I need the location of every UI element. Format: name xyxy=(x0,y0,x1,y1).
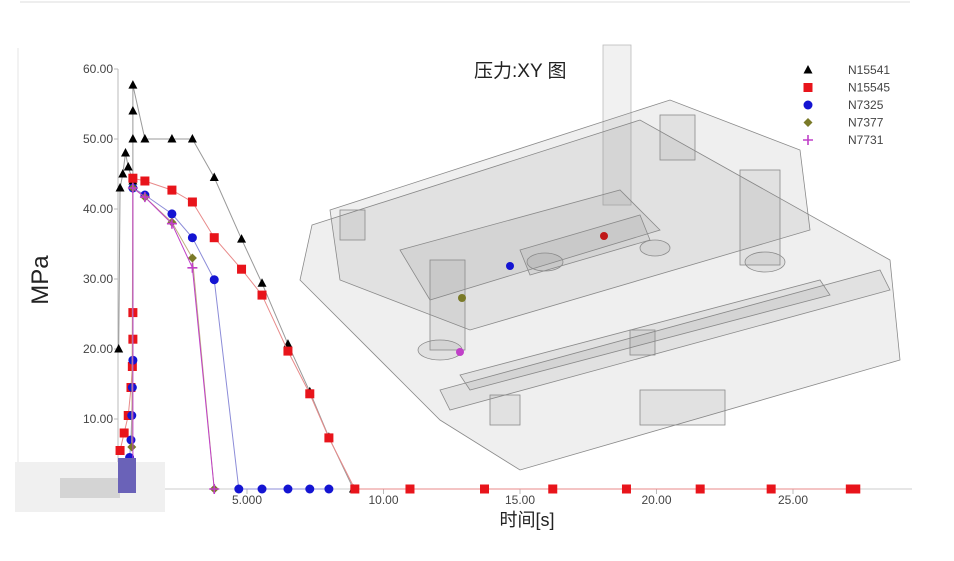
data-point xyxy=(695,484,705,494)
legend-item-n7731: N7731 xyxy=(803,133,884,147)
circle-icon xyxy=(803,100,813,110)
data-point xyxy=(128,80,138,89)
data-point xyxy=(119,428,129,438)
legend-label: N7731 xyxy=(848,133,884,147)
data-point xyxy=(621,484,631,494)
data-point xyxy=(187,262,198,273)
data-point xyxy=(324,484,334,494)
legend-item-n7377: N7377 xyxy=(803,116,884,130)
data-point xyxy=(128,106,138,115)
x-axis-label: 时间[s] xyxy=(499,510,554,530)
data-point xyxy=(127,183,138,193)
legend-label: N15545 xyxy=(848,81,890,95)
data-point xyxy=(118,169,128,178)
legend-item-n7325: N7325 xyxy=(803,98,884,112)
data-point xyxy=(283,346,293,356)
triangle-icon xyxy=(803,65,813,74)
y-tick-label: 50.00 xyxy=(83,132,113,146)
data-point xyxy=(126,435,136,445)
legend-label: N15541 xyxy=(848,63,890,77)
x-tick-label: 15.00 xyxy=(505,493,535,507)
data-point xyxy=(405,484,415,494)
data-point xyxy=(766,484,776,494)
data-point xyxy=(114,344,124,353)
y-axis-label: MPa xyxy=(27,255,54,305)
data-point xyxy=(167,209,177,219)
square-icon xyxy=(803,83,813,92)
data-point xyxy=(209,484,220,494)
data-point xyxy=(167,134,177,143)
data-point xyxy=(237,234,247,243)
y-tick-label: 30.00 xyxy=(83,272,113,286)
series-n7377 xyxy=(127,183,219,494)
legend-item-n15541: N15541 xyxy=(803,63,890,77)
data-point xyxy=(187,253,197,263)
data-point xyxy=(350,484,360,494)
diamond-icon xyxy=(803,118,813,127)
x-tick-label: 5.000 xyxy=(232,493,262,507)
y-tick-label: 10.00 xyxy=(83,412,113,426)
series-line xyxy=(131,186,215,490)
x-tick-label: 25.00 xyxy=(778,493,808,507)
data-point xyxy=(123,162,133,171)
data-point xyxy=(209,172,219,181)
data-point xyxy=(139,192,150,203)
y-tick-label: 60.00 xyxy=(83,62,113,76)
data-point xyxy=(283,484,293,494)
data-point xyxy=(257,278,267,287)
data-point xyxy=(305,484,315,494)
data-point xyxy=(187,134,197,143)
data-point xyxy=(209,233,219,243)
series-n7731 xyxy=(127,183,220,494)
data-point xyxy=(187,233,197,243)
plus-icon xyxy=(803,135,813,145)
3d-model-illustration xyxy=(299,44,901,471)
y-tick-label: 40.00 xyxy=(83,202,113,216)
blurred-watermark xyxy=(15,458,165,512)
data-point xyxy=(548,484,558,494)
data-point xyxy=(127,442,137,452)
legend-label: N7377 xyxy=(848,116,884,130)
data-point xyxy=(845,484,855,494)
data-point xyxy=(234,484,244,494)
series-line xyxy=(132,186,215,490)
data-point xyxy=(209,275,219,285)
data-point xyxy=(128,134,138,143)
x-tick-label: 20.00 xyxy=(641,493,671,507)
data-point xyxy=(305,389,315,399)
data-point xyxy=(140,176,150,186)
series-line xyxy=(129,187,329,490)
data-point xyxy=(257,290,267,300)
data-point xyxy=(480,484,490,494)
data-point xyxy=(237,264,247,274)
x-tick-label: 10.00 xyxy=(368,493,398,507)
legend-label: N7325 xyxy=(848,98,884,112)
data-point xyxy=(121,148,131,157)
data-point xyxy=(115,446,125,455)
data-point xyxy=(324,433,334,443)
data-point xyxy=(167,185,177,195)
data-point xyxy=(140,134,150,143)
data-point xyxy=(166,218,177,229)
data-point xyxy=(851,484,861,494)
data-point xyxy=(187,197,197,207)
y-tick-label: 20.00 xyxy=(83,342,113,356)
data-point xyxy=(257,484,267,494)
chart-title: 压力:XY 图 xyxy=(474,60,567,82)
legend-item-n15545: N15545 xyxy=(803,81,890,95)
data-point xyxy=(115,183,125,192)
series-n7325 xyxy=(125,183,334,494)
data-point xyxy=(128,173,138,183)
